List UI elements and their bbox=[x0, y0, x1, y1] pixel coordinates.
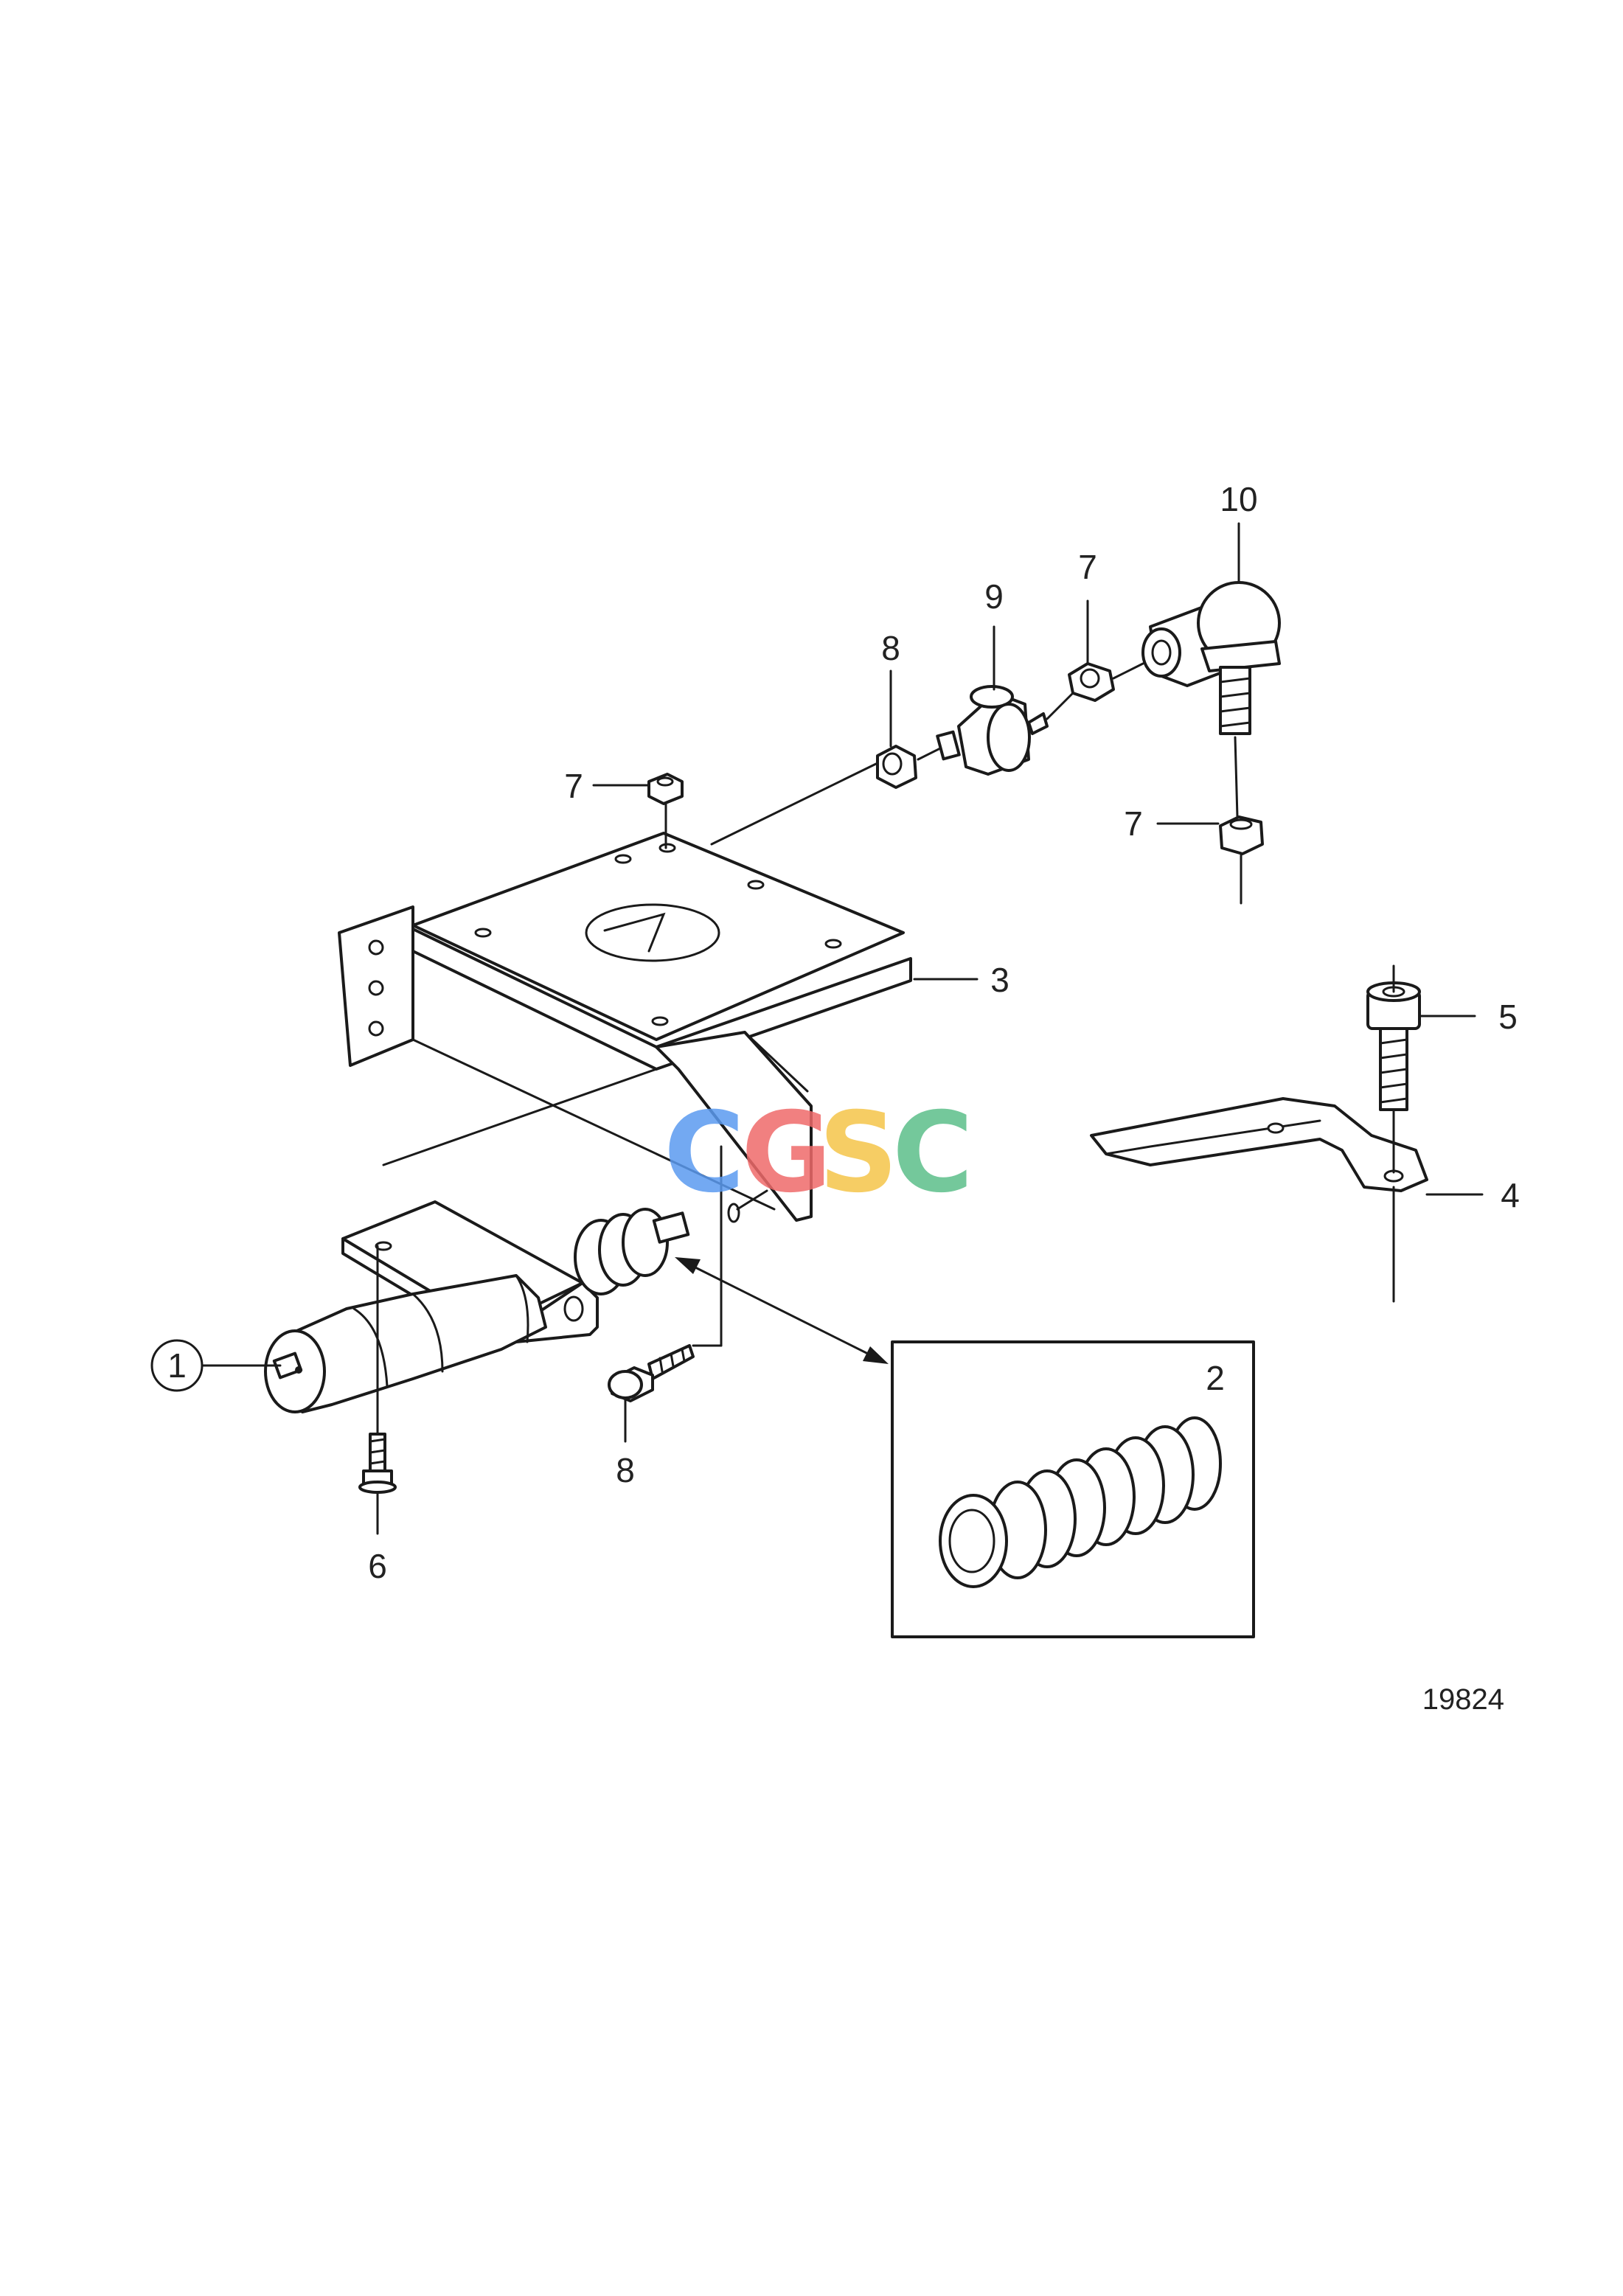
bellows-part-2 bbox=[939, 1416, 1222, 1588]
callout-6-label: 6 bbox=[368, 1547, 387, 1585]
actuator-part-1 bbox=[264, 1200, 690, 1413]
detail-reference-arrow bbox=[675, 1257, 889, 1364]
svg-text:C: C bbox=[664, 1089, 745, 1217]
callout-1-label: 1 bbox=[167, 1346, 187, 1385]
callout-5: 5 bbox=[1418, 998, 1518, 1036]
nut-part-7-upper bbox=[1068, 662, 1115, 702]
callout-5-label: 5 bbox=[1498, 998, 1518, 1036]
callouts: 1 2 3 4 5 6 7 7 bbox=[150, 480, 1520, 1585]
callout-8-top: 8 bbox=[881, 629, 900, 748]
callout-3-label: 3 bbox=[990, 961, 1009, 999]
callout-2-label: 2 bbox=[1206, 1359, 1225, 1397]
drawing-number: 19824 bbox=[1422, 1683, 1504, 1716]
callout-7-left: 7 bbox=[564, 767, 649, 805]
detail-box-part-2 bbox=[891, 1340, 1255, 1638]
watermark-logo: C G S C bbox=[664, 1089, 973, 1217]
callout-9: 9 bbox=[984, 577, 1004, 691]
rubber-mount-part-9 bbox=[936, 685, 1049, 776]
svg-text:G: G bbox=[741, 1089, 832, 1217]
callout-8-top-label: 8 bbox=[881, 629, 900, 667]
bolt-part-6 bbox=[358, 1433, 397, 1494]
svg-text:S: S bbox=[819, 1089, 898, 1217]
callout-8-bottom-label: 8 bbox=[616, 1451, 635, 1489]
screw-part-5 bbox=[1366, 981, 1421, 1111]
callout-8-bottom: 8 bbox=[616, 1398, 635, 1489]
nut-part-7-left bbox=[647, 773, 684, 805]
callout-4: 4 bbox=[1425, 1176, 1520, 1214]
nut-part-7-lower bbox=[1219, 815, 1264, 855]
callout-7-right-label: 7 bbox=[1124, 804, 1143, 843]
callout-3: 3 bbox=[913, 961, 1009, 999]
callout-7-right: 7 bbox=[1124, 804, 1220, 843]
callout-7-top: 7 bbox=[1078, 548, 1097, 665]
assembly-lines bbox=[376, 662, 1395, 1436]
callout-7-top-label: 7 bbox=[1078, 548, 1097, 586]
callout-10-label: 10 bbox=[1220, 480, 1257, 518]
svg-text:C: C bbox=[892, 1089, 973, 1217]
bracket-plate-part-3 bbox=[338, 832, 912, 1223]
ball-joint-part-10 bbox=[1141, 581, 1281, 735]
callout-7-left-label: 7 bbox=[564, 767, 583, 805]
callout-6: 6 bbox=[368, 1492, 387, 1585]
callout-1: 1 bbox=[150, 1339, 282, 1392]
callout-10: 10 bbox=[1220, 480, 1258, 584]
callout-9-label: 9 bbox=[984, 577, 1004, 616]
callout-4-label: 4 bbox=[1501, 1176, 1520, 1214]
link-arm-part-4 bbox=[1090, 1097, 1428, 1192]
nut-part-8-upper bbox=[876, 745, 917, 789]
bolt-part-8-lower bbox=[608, 1344, 695, 1402]
